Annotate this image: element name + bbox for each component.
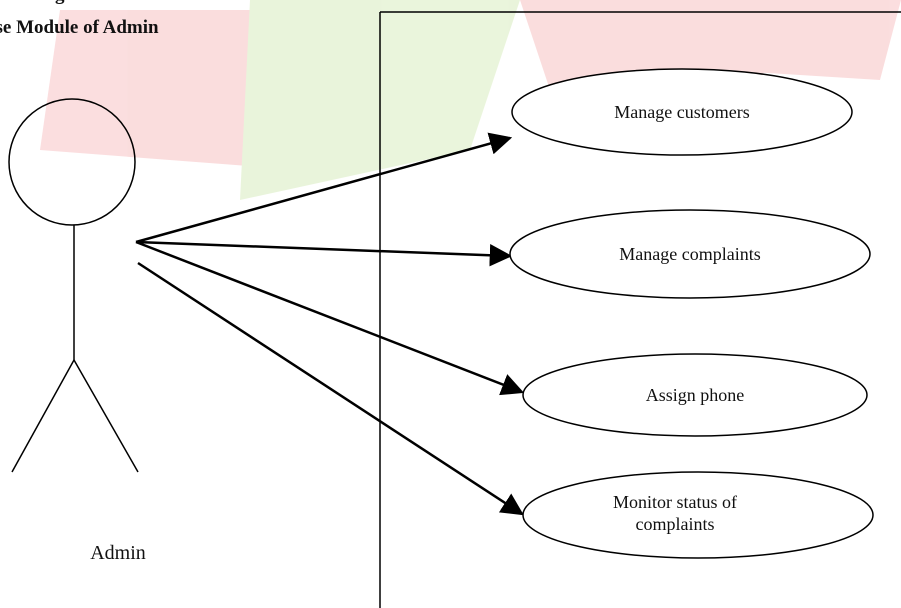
association-monitor-status: [137, 261, 524, 516]
actor-head: [8, 98, 136, 226]
use-case-manage-complaints-ellipse: [509, 209, 871, 299]
association-manage-complaints: [135, 240, 513, 267]
association-manage-customers: [135, 132, 513, 244]
association-assign-phone: [135, 240, 525, 396]
use-case-manage-customers-ellipse: [511, 68, 853, 156]
actor-right-leg: [73, 359, 139, 473]
use-case-label-manage-customers: Manage customers: [614, 102, 750, 122]
use-case-label-monitor-status: Monitor status of complaints: [613, 492, 737, 534]
title-fragment: g: [55, 0, 65, 6]
use-case-ellipses: [509, 68, 874, 559]
use-case-label-assign-phone: Assign phone: [645, 385, 745, 405]
associations: [135, 132, 525, 516]
use-case-assign-phone-ellipse: [522, 353, 868, 437]
use-case-monitor-status-ellipse: [522, 471, 874, 559]
actor-figure: [8, 98, 139, 473]
actor-left-leg: [11, 359, 75, 473]
use-case-label-manage-complaints: Manage complaints: [619, 244, 761, 264]
system-boundary: [379, 11, 901, 608]
actor-name: Admin: [90, 542, 146, 564]
diagram-title: ase Module of Admin: [0, 17, 159, 38]
